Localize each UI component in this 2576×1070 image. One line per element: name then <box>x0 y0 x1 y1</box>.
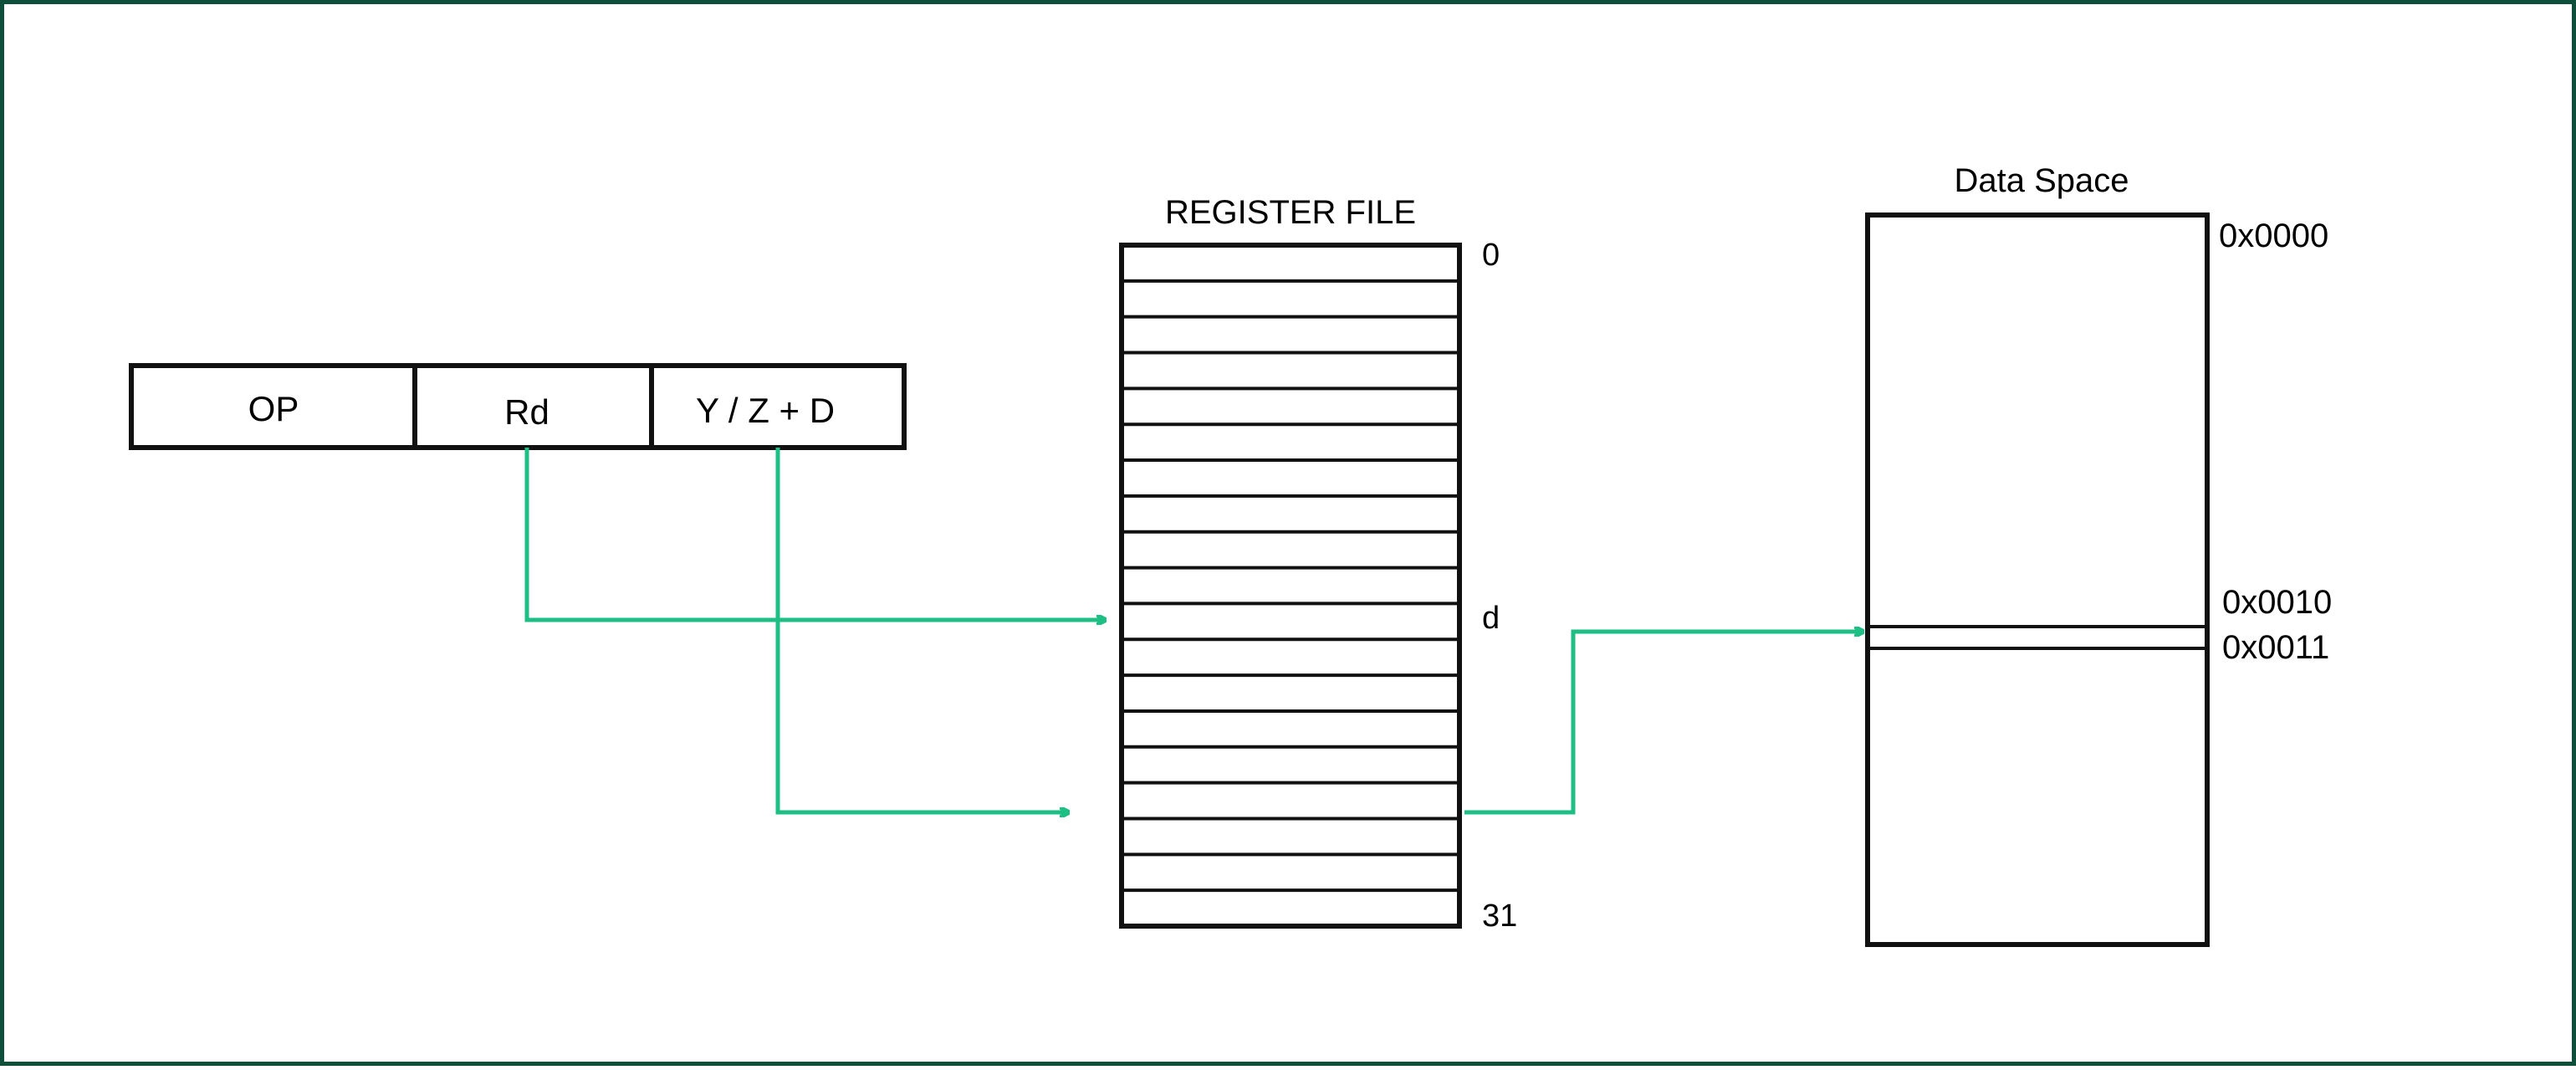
instruction-box <box>129 363 907 450</box>
diagram-canvas: OP Rd Y / Z + D REGISTER FILE 0 d 31 Dat… <box>129 162 2332 947</box>
arrow-yz-to-register <box>775 448 1068 812</box>
arrow-register-to-data-space <box>1464 632 1863 815</box>
data-space-title: Data Space <box>1954 162 2129 199</box>
register-file-title: REGISTER FILE <box>1165 194 1416 231</box>
arrow-rd-to-register-d <box>524 448 1105 620</box>
instruction-format: OP Rd Y / Z + D <box>129 363 907 450</box>
data-space-box <box>1865 212 2210 947</box>
field-op: OP <box>248 389 299 428</box>
arrows <box>524 448 1863 815</box>
register-index-31: 31 <box>1482 898 1517 934</box>
register-rows <box>1122 279 1459 893</box>
data-space: Data Space 0x0000 0x0010 0x0011 <box>1865 162 2332 947</box>
register-file-box <box>1119 243 1462 929</box>
field-yz-plus-d: Y / Z + D <box>696 391 835 430</box>
address-0x0010: 0x0010 <box>2222 584 2332 621</box>
address-0x0011: 0x0011 <box>2222 629 2329 666</box>
register-file: REGISTER FILE 0 d 31 <box>1119 194 1517 934</box>
field-rd: Rd <box>504 392 549 432</box>
address-0x0000: 0x0000 <box>2219 218 2328 254</box>
register-index-d: d <box>1482 601 1500 636</box>
register-index-0: 0 <box>1482 238 1500 273</box>
